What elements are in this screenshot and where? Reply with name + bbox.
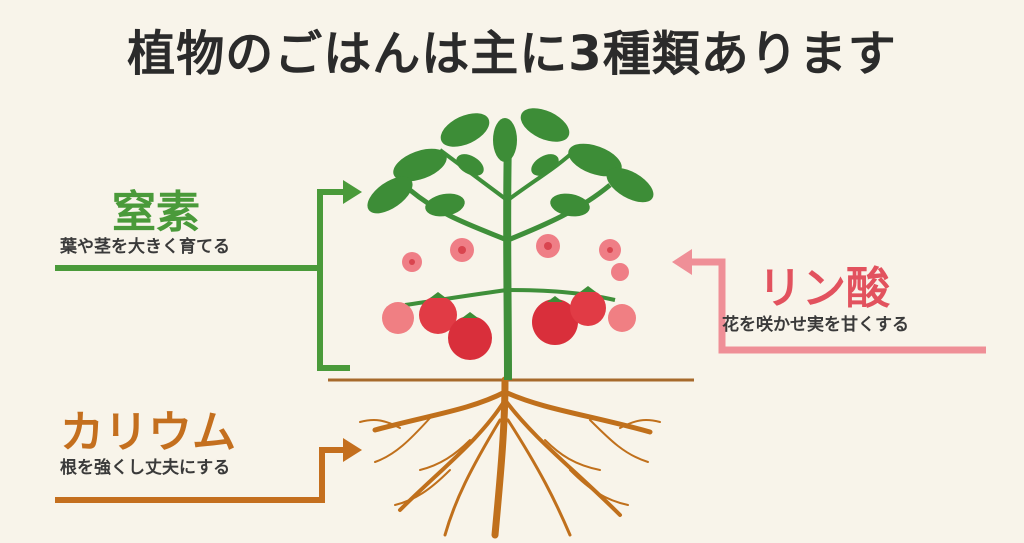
potassium-description: 根を強くし丈夫にする [60, 458, 231, 478]
nitrogen-arrow-icon [343, 180, 362, 204]
phosphorus-description: 花を咲かせ実を甘くする [722, 315, 909, 335]
potassium-title: カリウム [60, 407, 236, 458]
potassium-connector [55, 438, 362, 503]
roots-icon [359, 376, 661, 539]
phosphorus-connector [672, 249, 986, 354]
tomatoes [382, 290, 636, 360]
nitrogen-connector [55, 180, 362, 371]
phosphorus-arrow-icon [672, 249, 692, 275]
potassium-arrow-icon [343, 438, 362, 462]
tomato-plant-illustration [367, 108, 654, 381]
phosphorus-title: リン酸 [758, 263, 890, 314]
nitrogen-title: 窒素 [112, 187, 200, 238]
nitrogen-description: 葉や茎を大きく育てる [60, 237, 230, 257]
page-title: 植物のごはんは主に3種類あります [127, 26, 897, 82]
